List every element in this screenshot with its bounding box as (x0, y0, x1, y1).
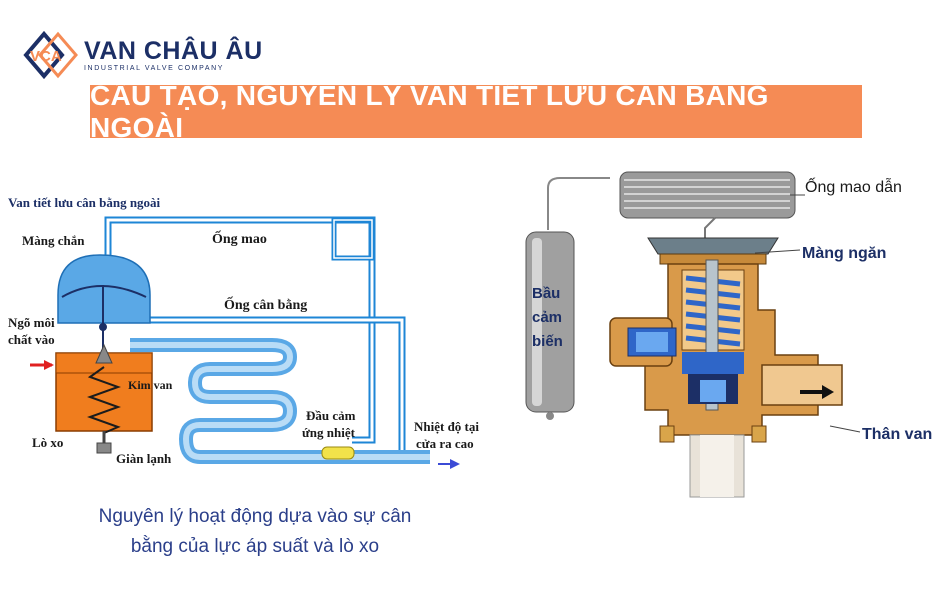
label-equalizer: Ống cân bằng (224, 295, 307, 313)
label-capillary-tube: Ống mao dẫn (805, 176, 902, 196)
spring (87, 366, 121, 434)
title-banner: CẤU TẠO, NGUYÊN LÝ VAN TIẾT LƯU CÂN BẰNG… (90, 80, 862, 143)
capillary-coil (619, 171, 796, 219)
brand-name: VAN CHÂU ÂU (84, 37, 263, 65)
label-diaphragm-right: Màng ngăn (802, 245, 886, 262)
label-capillary: Ống mao (212, 229, 267, 247)
label-bulb-3: biến (532, 333, 563, 350)
caption-line-2: bằng của lực áp suất và lò xo (130, 536, 380, 557)
sensing-bulb (321, 446, 355, 460)
label-outlet-2: cửa ra cao (416, 436, 474, 451)
brand-text: VAN CHÂU ÂU INDUSTRIAL VALVE COMPANY (84, 38, 263, 72)
label-spring: Lò xo (32, 435, 63, 450)
label-evaporator: Giàn lạnh (116, 451, 172, 466)
valve-cutaway (609, 237, 843, 498)
external-equalizer-schematic: Van tiết lưu cân bằng ngoài Màng chắn Ốn… (8, 195, 479, 469)
caption-line-1: Nguyên lý hoạt động dựa vào sự cân (98, 506, 412, 527)
page-title: CẤU TẠO, NGUYÊN LÝ VAN TIẾT LƯU CÂN BẰNG… (90, 79, 769, 143)
brand-tagline: INDUSTRIAL VALVE COMPANY (84, 65, 225, 72)
label-inlet-2: chất vào (8, 332, 55, 347)
logo-text: VCA (30, 48, 62, 65)
label-bulb-1: Bầu (532, 285, 560, 302)
label-outlet-1: Nhiệt độ tại (414, 419, 479, 434)
sensing-bulb-cylinder (525, 231, 575, 420)
label-diaphragm: Màng chắn (22, 233, 85, 248)
label-valve-body: Thân van (862, 426, 932, 443)
valve-cutaway-diagram: Bầu cảm biến (525, 171, 932, 498)
label-sensor-1: Đầu cảm (306, 408, 356, 423)
label-needle: Kim van (128, 378, 173, 392)
schematic-title: Van tiết lưu cân bằng ngoài (8, 195, 161, 210)
brand-logo: VCA VAN CHÂU ÂU INDUSTRIAL VALVE COMPANY (22, 30, 263, 80)
label-inlet-1: Ngõ môi (8, 315, 55, 330)
diagram-caption: Nguyên lý hoạt động dựa vào sự cân bằng … (60, 502, 450, 562)
vca-logo-icon: VCA (23, 30, 78, 80)
label-bulb-2: cảm (532, 309, 562, 326)
capillary-tube-line (547, 177, 610, 230)
label-sensor-2: ứng nhiệt (302, 425, 356, 440)
